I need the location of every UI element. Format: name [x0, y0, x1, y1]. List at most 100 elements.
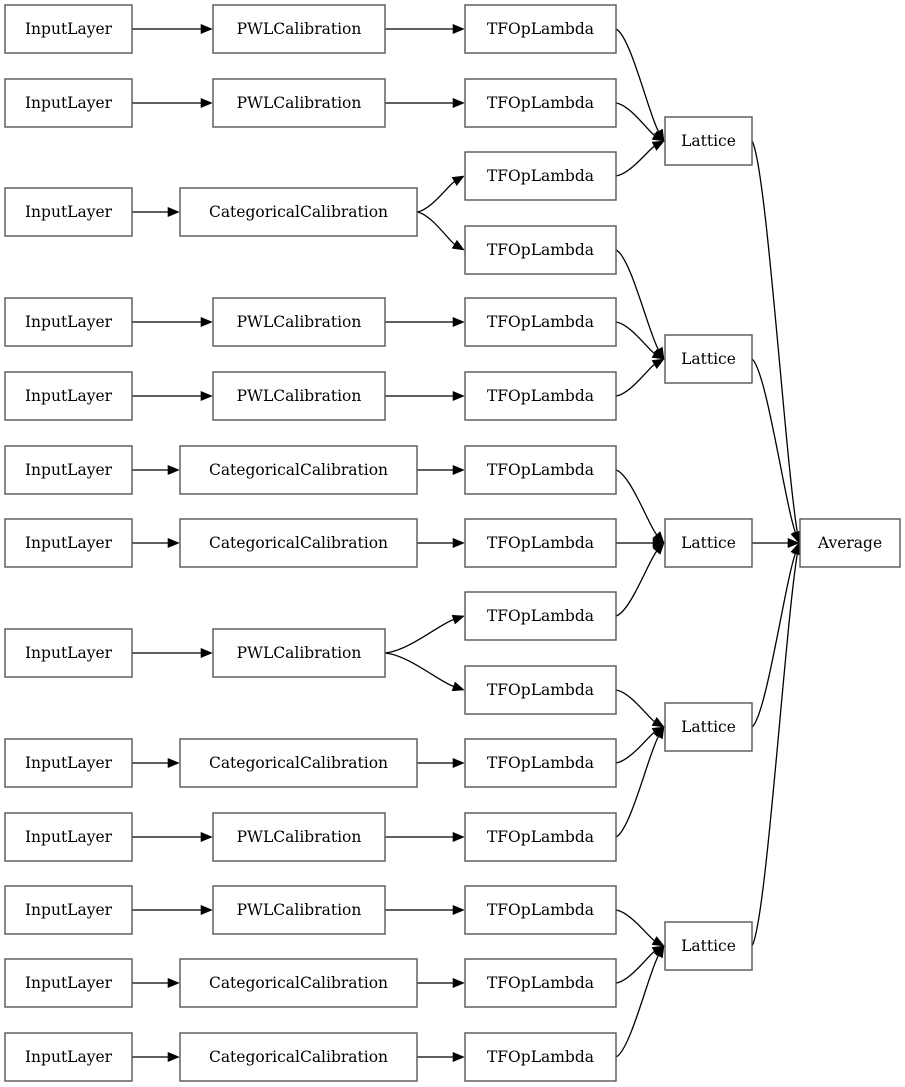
- node-tfop-lambda[interactable]: TFOpLambda: [464, 371, 617, 421]
- node-pwlcalibration[interactable]: PWLCalibration: [212, 628, 386, 678]
- node-box[interactable]: [464, 885, 617, 935]
- node-box[interactable]: [179, 187, 418, 237]
- node-tfop-lambda[interactable]: TFOpLambda: [464, 297, 617, 347]
- node-input-layer[interactable]: InputLayer: [4, 518, 133, 568]
- node-box[interactable]: [4, 518, 133, 568]
- node-box[interactable]: [4, 958, 133, 1008]
- node-box[interactable]: [4, 1032, 133, 1082]
- node-box[interactable]: [464, 812, 617, 862]
- node-box[interactable]: [212, 628, 386, 678]
- node-input-layer[interactable]: InputLayer: [4, 958, 133, 1008]
- node-tfop-lambda[interactable]: TFOpLambda: [464, 885, 617, 935]
- edge-input-layer-to-pwlcalibration: [132, 831, 213, 843]
- node-input-layer[interactable]: InputLayer: [4, 628, 133, 678]
- node-box[interactable]: [4, 628, 133, 678]
- node-box[interactable]: [664, 702, 753, 752]
- arrowhead-icon: [451, 614, 465, 625]
- node-box[interactable]: [664, 334, 753, 384]
- node-box[interactable]: [179, 958, 418, 1008]
- node-box[interactable]: [464, 4, 617, 54]
- node-box[interactable]: [4, 78, 133, 128]
- node-box[interactable]: [4, 4, 133, 54]
- node-average[interactable]: Average: [799, 518, 901, 568]
- node-categorical-calibration[interactable]: CategoricalCalibration: [179, 445, 418, 495]
- node-lattice[interactable]: Lattice: [664, 334, 753, 384]
- node-categorical-calibration[interactable]: CategoricalCalibration: [179, 738, 418, 788]
- node-box[interactable]: [664, 921, 753, 971]
- node-tfop-lambda[interactable]: TFOpLambda: [464, 665, 617, 715]
- node-box[interactable]: [4, 371, 133, 421]
- edge-pwlcalibration-to-tfop-lambda: [385, 97, 465, 109]
- node-pwlcalibration[interactable]: PWLCalibration: [212, 4, 386, 54]
- node-input-layer[interactable]: InputLayer: [4, 297, 133, 347]
- node-pwlcalibration[interactable]: PWLCalibration: [212, 78, 386, 128]
- node-input-layer[interactable]: InputLayer: [4, 812, 133, 862]
- node-box[interactable]: [464, 518, 617, 568]
- node-categorical-calibration[interactable]: CategoricalCalibration: [179, 518, 418, 568]
- node-input-layer[interactable]: InputLayer: [4, 445, 133, 495]
- node-box[interactable]: [212, 4, 386, 54]
- node-tfop-lambda[interactable]: TFOpLambda: [464, 445, 617, 495]
- node-box[interactable]: [799, 518, 901, 568]
- node-lattice[interactable]: Lattice: [664, 702, 753, 752]
- node-box[interactable]: [464, 738, 617, 788]
- node-tfop-lambda[interactable]: TFOpLambda: [464, 78, 617, 128]
- node-pwlcalibration[interactable]: PWLCalibration: [212, 371, 386, 421]
- node-box[interactable]: [664, 116, 753, 166]
- node-box[interactable]: [212, 812, 386, 862]
- node-tfop-lambda[interactable]: TFOpLambda: [464, 958, 617, 1008]
- node-input-layer[interactable]: InputLayer: [4, 78, 133, 128]
- node-box[interactable]: [464, 297, 617, 347]
- node-box[interactable]: [464, 151, 617, 201]
- node-categorical-calibration[interactable]: CategoricalCalibration: [179, 1032, 418, 1082]
- node-pwlcalibration[interactable]: PWLCalibration: [212, 812, 386, 862]
- node-tfop-lambda[interactable]: TFOpLambda: [464, 591, 617, 641]
- node-box[interactable]: [464, 445, 617, 495]
- node-box[interactable]: [212, 371, 386, 421]
- node-box[interactable]: [4, 297, 133, 347]
- node-tfop-lambda[interactable]: TFOpLambda: [464, 812, 617, 862]
- node-box[interactable]: [4, 812, 133, 862]
- node-input-layer[interactable]: InputLayer: [4, 738, 133, 788]
- edge-line: [615, 469, 658, 536]
- node-box[interactable]: [464, 958, 617, 1008]
- node-box[interactable]: [4, 885, 133, 935]
- edge-pwlcalibration-to-tfop-lambda: [385, 831, 465, 843]
- node-categorical-calibration[interactable]: CategoricalCalibration: [179, 958, 418, 1008]
- node-box[interactable]: [4, 187, 133, 237]
- node-box[interactable]: [212, 78, 386, 128]
- node-input-layer[interactable]: InputLayer: [4, 1032, 133, 1082]
- node-box[interactable]: [464, 225, 617, 275]
- node-tfop-lambda[interactable]: TFOpLambda: [464, 225, 617, 275]
- node-input-layer[interactable]: InputLayer: [4, 885, 133, 935]
- node-box[interactable]: [464, 1032, 617, 1082]
- node-box[interactable]: [179, 518, 418, 568]
- node-tfop-lambda[interactable]: TFOpLambda: [464, 4, 617, 54]
- node-box[interactable]: [464, 371, 617, 421]
- node-input-layer[interactable]: InputLayer: [4, 4, 133, 54]
- node-box[interactable]: [4, 738, 133, 788]
- node-box[interactable]: [179, 445, 418, 495]
- node-box[interactable]: [179, 738, 418, 788]
- node-pwlcalibration[interactable]: PWLCalibration: [212, 297, 386, 347]
- node-tfop-lambda[interactable]: TFOpLambda: [464, 518, 617, 568]
- node-tfop-lambda[interactable]: TFOpLambda: [464, 151, 617, 201]
- node-box[interactable]: [464, 78, 617, 128]
- node-lattice[interactable]: Lattice: [664, 116, 753, 166]
- node-box[interactable]: [212, 885, 386, 935]
- node-box[interactable]: [464, 665, 617, 715]
- node-lattice[interactable]: Lattice: [664, 921, 753, 971]
- node-tfop-lambda[interactable]: TFOpLambda: [464, 738, 617, 788]
- node-tfop-lambda[interactable]: TFOpLambda: [464, 1032, 617, 1082]
- node-input-layer[interactable]: InputLayer: [4, 187, 133, 237]
- node-box[interactable]: [4, 445, 133, 495]
- node-pwlcalibration[interactable]: PWLCalibration: [212, 885, 386, 935]
- node-box[interactable]: [179, 1032, 418, 1082]
- node-box[interactable]: [664, 518, 753, 568]
- node-categorical-calibration[interactable]: CategoricalCalibration: [179, 187, 418, 237]
- node-box[interactable]: [212, 297, 386, 347]
- node-input-layer[interactable]: InputLayer: [4, 371, 133, 421]
- node-lattice[interactable]: Lattice: [664, 518, 753, 568]
- node-box[interactable]: [464, 591, 617, 641]
